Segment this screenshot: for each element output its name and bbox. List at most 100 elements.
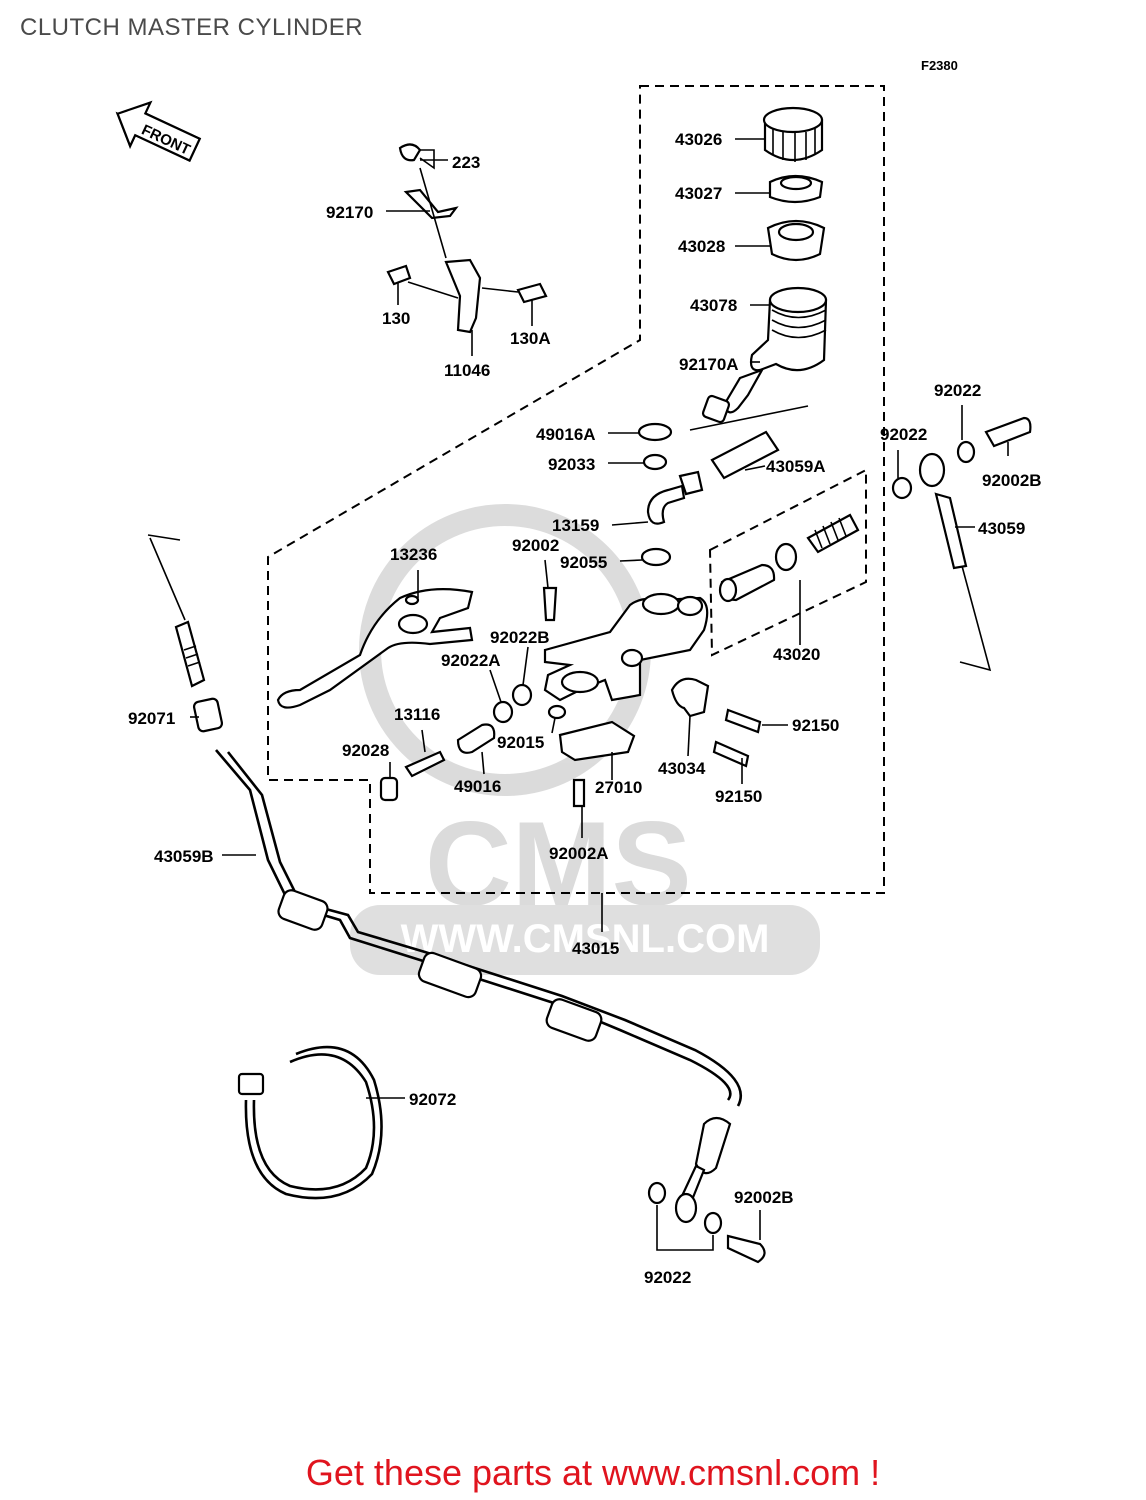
part-label-43059b: 43059B: [154, 847, 214, 866]
bracket-assembly-lines: [407, 167, 519, 299]
part-label-92002a: 92002A: [549, 844, 609, 863]
washer-92022b-icon: [511, 683, 533, 707]
part-label-43078: 43078: [690, 296, 737, 315]
hose-guide-line: [689, 405, 809, 431]
banjo-bolt-92002b-top-icon: [984, 416, 1032, 448]
washer-92022a-icon: [492, 700, 514, 724]
part-label-92071: 92071: [128, 709, 175, 728]
part-label-92002b-bottom: 92002B: [734, 1188, 794, 1207]
diaphragm-icon: [766, 219, 826, 262]
hose-43059a-icon: [710, 430, 780, 480]
page-title: CLUTCH MASTER CYLINDER: [20, 14, 364, 41]
diaphragm-plate-icon: [768, 174, 824, 204]
clutch-switch-icon: [558, 720, 636, 762]
part-label-92022a: 92022A: [441, 651, 501, 670]
part-label-92150-2: 92150: [715, 787, 762, 806]
elbow-fitting-icon: [646, 484, 686, 525]
washer-92022-bottom-a-icon: [647, 1181, 667, 1205]
part-label-223: 223: [452, 153, 480, 172]
assembly-boundary: [267, 85, 885, 894]
screw-92002-icon: [542, 586, 558, 622]
bolt-92150-lower-icon: [712, 740, 750, 768]
part-label-92150-1: 92150: [792, 716, 839, 735]
grommet-icon: [637, 422, 673, 442]
clamp-43034-icon: [670, 677, 710, 718]
part-label-92170: 92170: [326, 203, 373, 222]
hose-sleeve-2-icon: [417, 951, 483, 999]
pivot-49016-icon: [456, 723, 496, 754]
break-line-right: [954, 539, 992, 672]
washer-92022-bottom-b-icon: [703, 1211, 723, 1235]
part-label-43020: 43020: [773, 645, 820, 664]
figure-code: F2380: [921, 58, 958, 73]
part-label-130a: 130A: [510, 329, 551, 348]
part-label-92022-bottom: 92022: [644, 1268, 691, 1287]
hose-sleeve-1-icon: [277, 889, 329, 931]
part-label-92002b-top: 92002B: [982, 471, 1042, 490]
part-label-49016: 49016: [454, 777, 501, 796]
part-label-43034: 43034: [658, 759, 706, 778]
hose-43059-icon: [934, 492, 968, 570]
hose-boot-bottom-icon: [694, 1116, 732, 1175]
part-label-43059: 43059: [978, 519, 1025, 538]
part-label-92022b: 92022B: [490, 628, 550, 647]
part-label-43059a: 43059A: [766, 457, 826, 476]
part-label-43027: 43027: [675, 184, 722, 203]
piston-kit-icon: [718, 513, 860, 603]
piston-kit-boundary: [708, 468, 867, 657]
leader-lines: [190, 138, 1009, 1251]
hose-sleeve-3-icon: [545, 998, 603, 1042]
break-line-left: [147, 534, 186, 621]
screw-92002a-icon: [572, 778, 586, 808]
cable-tie-head-icon: [237, 1072, 265, 1096]
part-label-43026: 43026: [675, 130, 722, 149]
part-label-43028: 43028: [678, 237, 725, 256]
washer-92022-far-icon: [956, 440, 976, 464]
oring-92055-icon: [640, 547, 672, 567]
part-label-27010: 27010: [595, 778, 642, 797]
banjo-fitting-top-icon: [918, 452, 946, 488]
watermark-url: WWW.CMSNL.COM: [401, 917, 770, 961]
front-arrow-icon: FRONT: [115, 100, 202, 162]
circlip-icon: [642, 453, 668, 471]
part-label-13159: 13159: [552, 516, 599, 535]
part-label-92055: 92055: [560, 553, 607, 572]
part-label-13116: 13116: [394, 705, 440, 724]
cable-tie-icon: [252, 1053, 376, 1191]
bracket-11046-icon: [444, 258, 482, 334]
part-label-92022-top2: 92022: [880, 425, 927, 444]
master-cylinder-body-icon: [543, 592, 709, 702]
bolt-130a-icon: [516, 282, 548, 304]
part-label-92015: 92015: [497, 733, 544, 752]
part-label-92170a: 92170A: [679, 355, 739, 374]
screw-223-icon: [398, 143, 422, 162]
reservoir-cap-icon: [762, 106, 824, 162]
banjo-fitting-bottom-icon: [674, 1192, 698, 1224]
bolt-92150-upper-icon: [724, 708, 762, 734]
elbow-clip-icon: [678, 470, 704, 496]
footer-text[interactable]: Get these parts at www.cmsnl.com !: [305, 1452, 881, 1493]
pivot-bolt-13116-icon: [404, 750, 446, 778]
part-label-13236: 13236: [390, 545, 437, 564]
part-label-130: 130: [382, 309, 410, 328]
washer-92022-right-icon: [891, 476, 913, 500]
boot-92071-icon: [192, 697, 224, 733]
cap-92028-icon: [379, 776, 399, 802]
part-label-92002: 92002: [512, 536, 559, 555]
banjo-bolt-92002b-bottom-icon: [726, 1234, 766, 1264]
footer-link[interactable]: Get these parts at www.cmsnl.com !: [0, 1452, 1146, 1494]
part-label-92033: 92033: [548, 455, 595, 474]
nut-92015-icon: [547, 704, 567, 720]
reservoir-body-icon: [749, 286, 828, 372]
part-label-43015: 43015: [572, 939, 619, 958]
part-label-49016a: 49016A: [536, 425, 596, 444]
part-label-92072: 92072: [409, 1090, 456, 1109]
part-label-92022-top1: 92022: [934, 381, 981, 400]
part-label-11046: 11046: [444, 361, 490, 380]
part-labels: 223 92170 130 130A 11046 43026 43027 430…: [128, 130, 1042, 1287]
hose-clamp-icon: [701, 394, 731, 424]
bolt-130-icon: [386, 264, 412, 286]
part-label-92028: 92028: [342, 741, 389, 760]
hose-end-left-icon: [174, 620, 206, 688]
